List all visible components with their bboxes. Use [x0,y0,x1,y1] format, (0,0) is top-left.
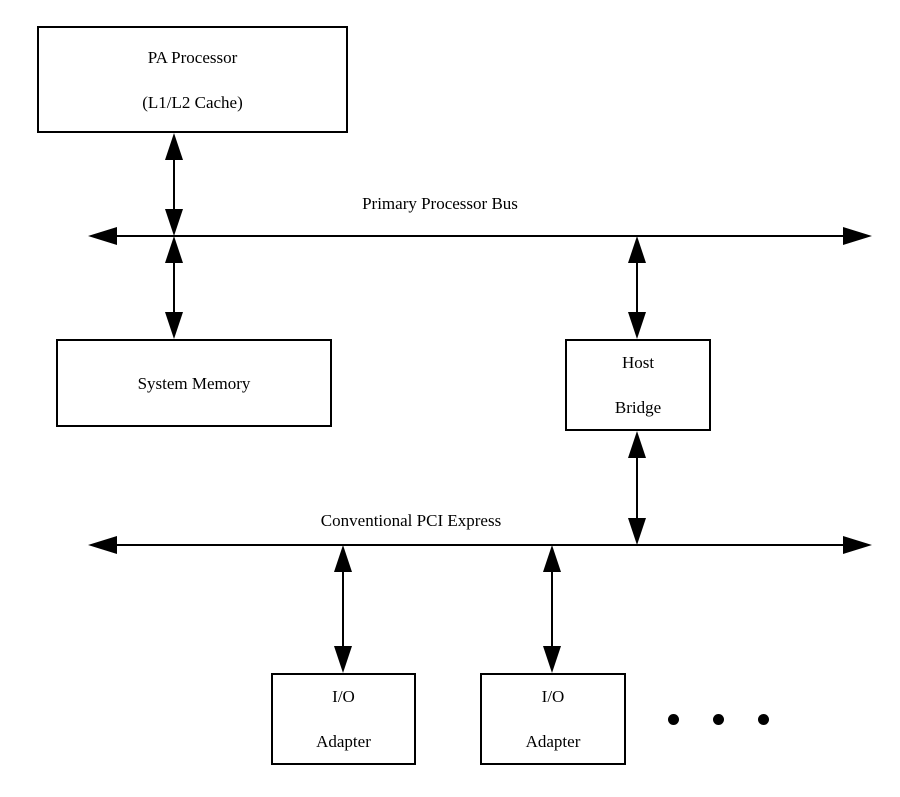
node-pa-processor[interactable]: PA Processor (L1/L2 Cache) [37,26,348,133]
connector-arrowhead-up-pci-bus-to-io-adapter-1 [334,545,352,572]
node-io-adapter-2[interactable]: I/O Adapter [480,673,626,765]
connector-arrowhead-down-processor-to-primary-bus [165,209,183,236]
connector-arrowhead-down-primary-bus-to-system-memory [165,312,183,339]
connector-arrows-group [165,133,646,673]
connector-arrowhead-up-host-bridge-to-pci-bus [628,431,646,458]
connector-arrowhead-up-processor-to-primary-bus [165,133,183,160]
node-label-line: Bridge [614,398,662,417]
connector-arrowhead-down-pci-bus-to-io-adapter-2 [543,646,561,673]
ellipsis-dot [668,714,679,725]
ellipsis-more-io-adapters [668,714,769,725]
node-label-line: Adapter [316,732,371,751]
node-label-line: System Memory [137,373,251,393]
ellipsis-dot [713,714,724,725]
node-label-line: Adapter [525,732,581,751]
bus-label-primary-processor-bus: Primary Processor Bus [362,194,518,213]
bus-arrowhead-right-primary-processor-bus [843,227,872,245]
connector-arrowhead-up-primary-bus-to-system-memory [165,236,183,263]
node-host-bridge[interactable]: Host Bridge [565,339,711,431]
node-label-line: I/O [541,687,565,706]
connector-arrowhead-down-pci-bus-to-io-adapter-1 [334,646,352,673]
node-system-memory[interactable]: System Memory [56,339,332,427]
node-label-line: PA Processor [147,47,238,67]
node-label-line: Host [621,353,655,372]
node-io-adapter-1[interactable]: I/O Adapter [271,673,416,765]
connector-arrowhead-down-host-bridge-to-pci-bus [628,518,646,545]
bus-arrowhead-left-conventional-pci-express-bus [88,536,117,554]
bus-lines-group [88,227,872,554]
bus-arrowhead-left-primary-processor-bus [88,227,117,245]
node-label-line: (L1/L2 Cache) [142,92,243,112]
connector-arrowhead-down-primary-bus-to-host-bridge [628,312,646,339]
connector-arrowhead-up-primary-bus-to-host-bridge [628,236,646,263]
connector-arrowhead-up-pci-bus-to-io-adapter-2 [543,545,561,572]
node-label-line: I/O [332,687,355,706]
bus-arrowhead-right-conventional-pci-express-bus [843,536,872,554]
ellipsis-dot [758,714,769,725]
bus-label-conventional-pci-express: Conventional PCI Express [320,511,502,530]
